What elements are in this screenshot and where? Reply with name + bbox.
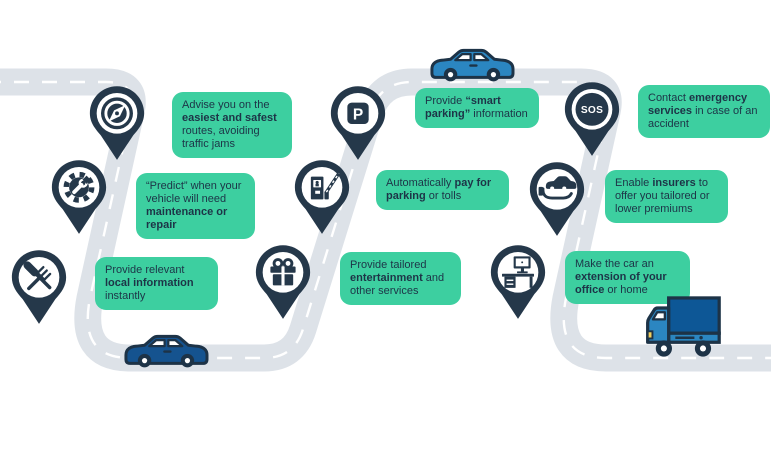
road-center-line	[0, 80, 771, 360]
compass-icon	[89, 86, 145, 160]
sos-label: SOS	[581, 105, 603, 116]
parking-icon: P	[330, 86, 386, 160]
pin-toll	[291, 158, 353, 236]
sedan-car-icon	[124, 334, 209, 368]
delivery-truck-icon	[646, 296, 721, 357]
fork-knife-icon	[11, 250, 67, 324]
feature-bubble-office: Make the car an extension of your office…	[565, 251, 690, 304]
desk-computer-icon	[490, 245, 546, 319]
feature-bubble-smart-parking: Provide “smart parking” information	[415, 88, 539, 128]
toll-booth-icon	[294, 160, 350, 234]
sedan-car-bottom	[121, 328, 211, 374]
feature-bubble-maintenance: “Predict” when your vehicle will need ma…	[136, 173, 255, 239]
sedan-car-top	[427, 42, 517, 88]
feature-bubble-emergency: Contact emergency services in case of an…	[638, 85, 770, 138]
delivery-truck	[641, 293, 723, 367]
pin-office	[487, 243, 549, 321]
pin-gift	[252, 243, 314, 321]
pin-local-info	[8, 248, 70, 326]
feature-bubble-insurers: Enable insurers to offer you tailored or…	[605, 170, 728, 223]
pin-navigation	[86, 84, 148, 162]
gear-wrench-icon	[51, 160, 107, 234]
pin-sos: SOS	[561, 80, 623, 158]
pin-maintenance	[48, 158, 110, 236]
feature-bubble-pay-parking: Automatically pay for parking or tolls	[376, 170, 509, 210]
feature-bubble-entertainment: Provide tailored entertainment and other…	[340, 252, 461, 305]
feature-bubble-local-info: Provide relevant local information insta…	[95, 257, 218, 310]
gift-icon	[255, 245, 311, 319]
pin-insurers	[526, 160, 588, 238]
sedan-car-icon	[430, 48, 515, 82]
feature-bubble-routes: Advise you on the easiest and safest rou…	[172, 92, 292, 158]
parking-letter: P	[353, 107, 363, 124]
hand-car-icon	[529, 162, 585, 236]
pin-parking: P	[327, 84, 389, 162]
sos-icon: SOS	[564, 82, 620, 156]
